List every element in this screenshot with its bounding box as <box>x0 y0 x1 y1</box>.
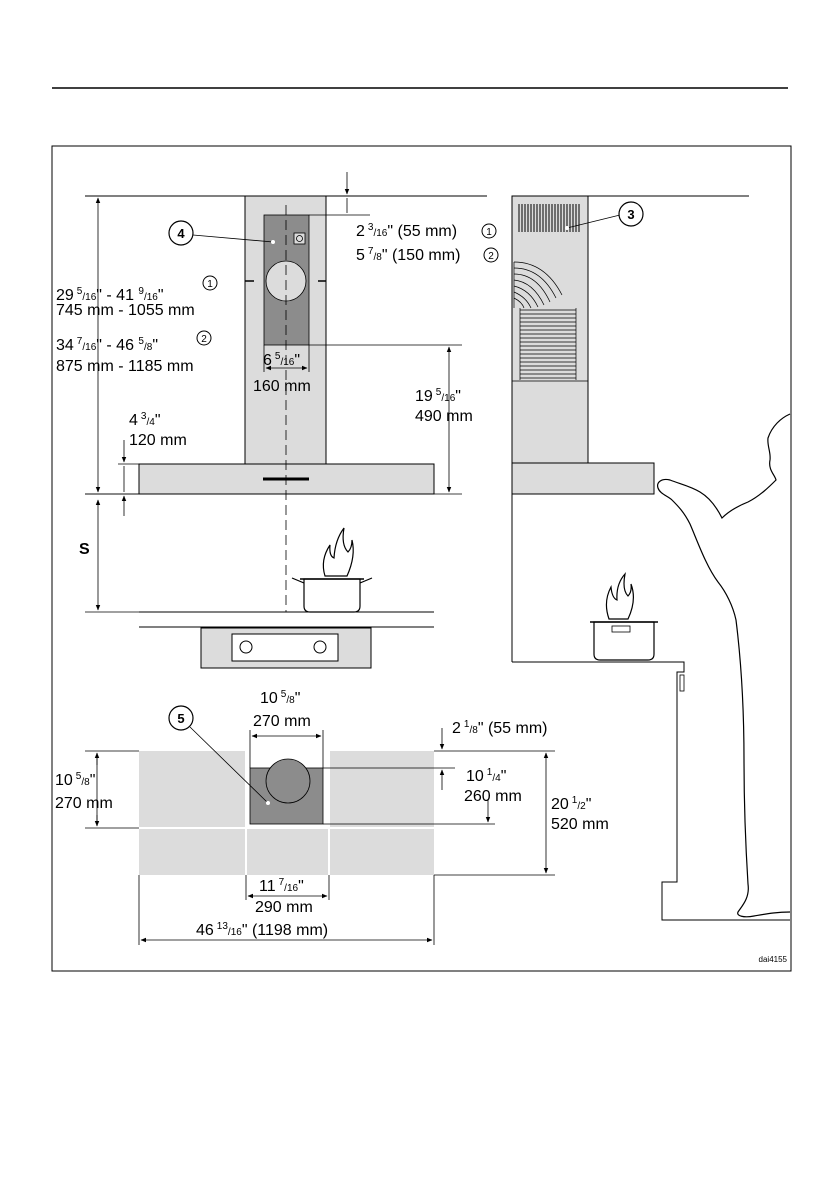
plan-panel-left <box>139 751 246 875</box>
canopy-height-mm-text: 120 mm <box>129 432 187 449</box>
plan-duct-opening <box>266 759 310 803</box>
counter-handle <box>680 675 684 691</box>
callout-3-label: 3 <box>627 207 634 222</box>
pot-icon <box>304 579 360 612</box>
flame-icon <box>323 528 353 576</box>
callout-5-label: 5 <box>177 711 184 726</box>
vent-grille <box>519 204 579 232</box>
marker-1-label: 1 <box>486 227 492 238</box>
side-pot-handle <box>612 626 630 632</box>
cooktop-controls <box>232 634 338 661</box>
plan-depth-mm-text: 270 mm <box>55 795 113 812</box>
callout-4-dot <box>271 240 275 244</box>
height-range-1-mm-text: 745 mm - 1055 mm <box>56 302 195 319</box>
chimney-width-mm-text: 290 mm <box>255 899 313 916</box>
figure-id: dai4155 <box>759 955 788 964</box>
zone-height-mm-text: 490 mm <box>415 408 473 425</box>
plan-view: 5 <box>85 706 555 945</box>
marker-2-label: 2 <box>488 251 494 262</box>
s-label: S <box>79 541 90 558</box>
side-flame-icon <box>606 574 633 619</box>
plan-panel-right <box>329 751 434 875</box>
side-canopy <box>512 463 654 494</box>
plan-panel-center-bottom <box>246 828 329 875</box>
zone-width-mm-text: 160 mm <box>253 378 311 395</box>
callout-5-dot <box>266 801 270 805</box>
height-range-2-mm-text: 875 mm - 1185 mm <box>56 358 194 375</box>
callout-3-dot <box>565 226 569 230</box>
marker-1b-label: 1 <box>207 279 213 290</box>
cutout-depth-mm-text: 260 mm <box>464 788 522 805</box>
socket-icon <box>294 233 305 244</box>
callout-4-label: 4 <box>177 226 185 241</box>
marker-2b-label: 2 <box>201 334 207 345</box>
cutout-width-mm-text: 270 mm <box>253 713 311 730</box>
total-depth-mm-text: 520 mm <box>551 816 609 833</box>
